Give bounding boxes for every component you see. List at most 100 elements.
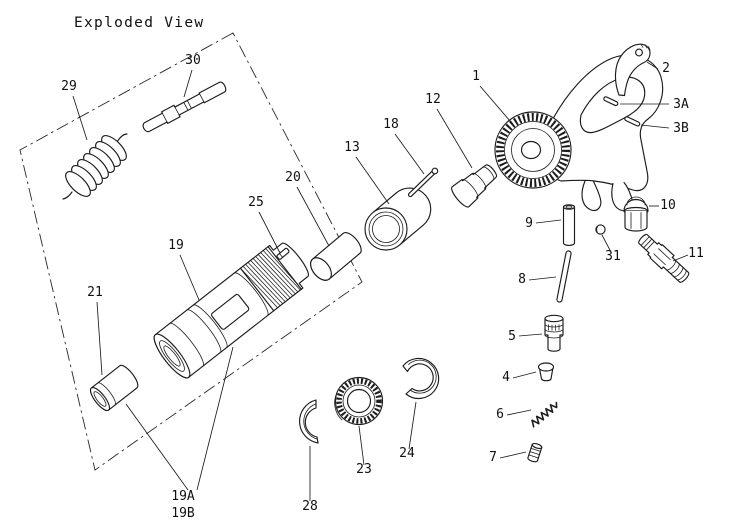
top-face — [562, 204, 576, 210]
pin-head — [431, 167, 439, 175]
leader-20 — [296, 186, 330, 247]
label-10: 10 — [660, 198, 676, 213]
ring-line — [97, 382, 116, 406]
part-7-set-screw — [527, 442, 543, 463]
bore — [565, 205, 573, 209]
label-19: 19 — [168, 238, 184, 253]
part-4-plug — [537, 362, 555, 382]
leader-18 — [394, 133, 425, 175]
face-ring — [368, 211, 404, 247]
label-5: 5 — [508, 329, 516, 344]
thread-ticks — [640, 236, 655, 251]
nut — [624, 210, 648, 232]
part-9-sleeve — [562, 204, 576, 246]
part-8-rod — [556, 250, 572, 303]
part-3b-pin — [624, 116, 641, 127]
part-21-bushing — [89, 364, 139, 412]
part-1-tool-body — [494, 54, 664, 212]
part-12-packing-stack — [451, 164, 498, 208]
label-12: 12 — [425, 92, 441, 107]
window-slot — [211, 293, 250, 330]
leader-21 — [96, 301, 103, 376]
leader-12 — [436, 108, 473, 169]
spring-end-tail — [62, 191, 73, 200]
bore-outer — [159, 340, 185, 372]
bore — [372, 215, 400, 243]
outline — [402, 357, 440, 400]
label-6: 6 — [496, 407, 504, 422]
part-18-pin — [407, 167, 439, 198]
part-25-pin — [276, 247, 290, 260]
leader-19b — [196, 346, 234, 491]
band-lines — [544, 323, 564, 339]
label-29: 29 — [61, 79, 77, 94]
front-face — [310, 257, 332, 281]
outline — [142, 81, 227, 133]
leader-3b — [640, 124, 670, 129]
band-ticks — [548, 324, 560, 331]
label-21: 21 — [87, 285, 103, 300]
top-face — [531, 442, 543, 450]
outline — [310, 232, 362, 281]
cap-ring — [504, 121, 562, 179]
barb-ribs — [665, 259, 687, 281]
spring-end-tail — [116, 133, 128, 143]
label-19b: 19B — [171, 506, 195, 521]
part-23-knurled-ring — [334, 376, 384, 426]
knurl-band — [336, 378, 382, 424]
head — [537, 362, 555, 372]
label-3a: 3A — [673, 97, 689, 112]
dome-line — [626, 196, 646, 206]
detail-line — [279, 253, 284, 258]
part-28-half-sleeve — [298, 399, 319, 444]
cap-bore — [520, 140, 542, 160]
top-face — [544, 314, 564, 323]
label-11: 11 — [688, 246, 704, 261]
part-29-spring — [62, 133, 128, 200]
label-31: 31 — [605, 249, 621, 264]
label-13: 13 — [344, 140, 360, 155]
label-23: 23 — [356, 462, 372, 477]
ball-shade — [596, 226, 598, 232]
outline — [451, 164, 498, 208]
leader-13 — [355, 156, 390, 205]
label-9: 9 — [525, 216, 533, 231]
spring-coil — [65, 171, 91, 197]
part-31-ball — [595, 224, 606, 235]
part-24-c-clip — [402, 357, 440, 400]
label-28: 28 — [302, 499, 318, 514]
part-19-barrel — [153, 242, 310, 379]
ball — [595, 224, 606, 235]
leader-6 — [506, 409, 532, 416]
leader-25 — [258, 211, 281, 254]
face-ring — [342, 384, 376, 418]
coil-zigzag — [531, 401, 558, 428]
part-2-throttle-lever — [614, 43, 651, 97]
leader-31 — [601, 234, 612, 253]
leader-5 — [518, 333, 543, 337]
leader-19a — [125, 403, 189, 491]
outline — [624, 116, 641, 127]
label-25: 25 — [248, 195, 264, 210]
part-3a-pin — [603, 96, 619, 107]
front-face — [364, 207, 408, 251]
pivot-hole — [635, 48, 643, 57]
part-30-stem — [142, 81, 227, 133]
cap-ring — [511, 128, 555, 172]
outline — [556, 250, 572, 303]
leader-2 — [646, 61, 659, 70]
part-5-valve — [544, 314, 564, 352]
outline — [603, 96, 619, 107]
leader-29 — [72, 95, 88, 141]
inner-contour — [408, 359, 437, 394]
outline — [614, 43, 651, 97]
part-6-spring — [531, 401, 558, 428]
label-3b: 3B — [673, 121, 689, 136]
front-face — [153, 333, 191, 379]
label-18: 18 — [383, 117, 399, 132]
fork-prong — [581, 180, 602, 211]
leader-11 — [672, 254, 689, 262]
leader-19 — [179, 254, 200, 301]
